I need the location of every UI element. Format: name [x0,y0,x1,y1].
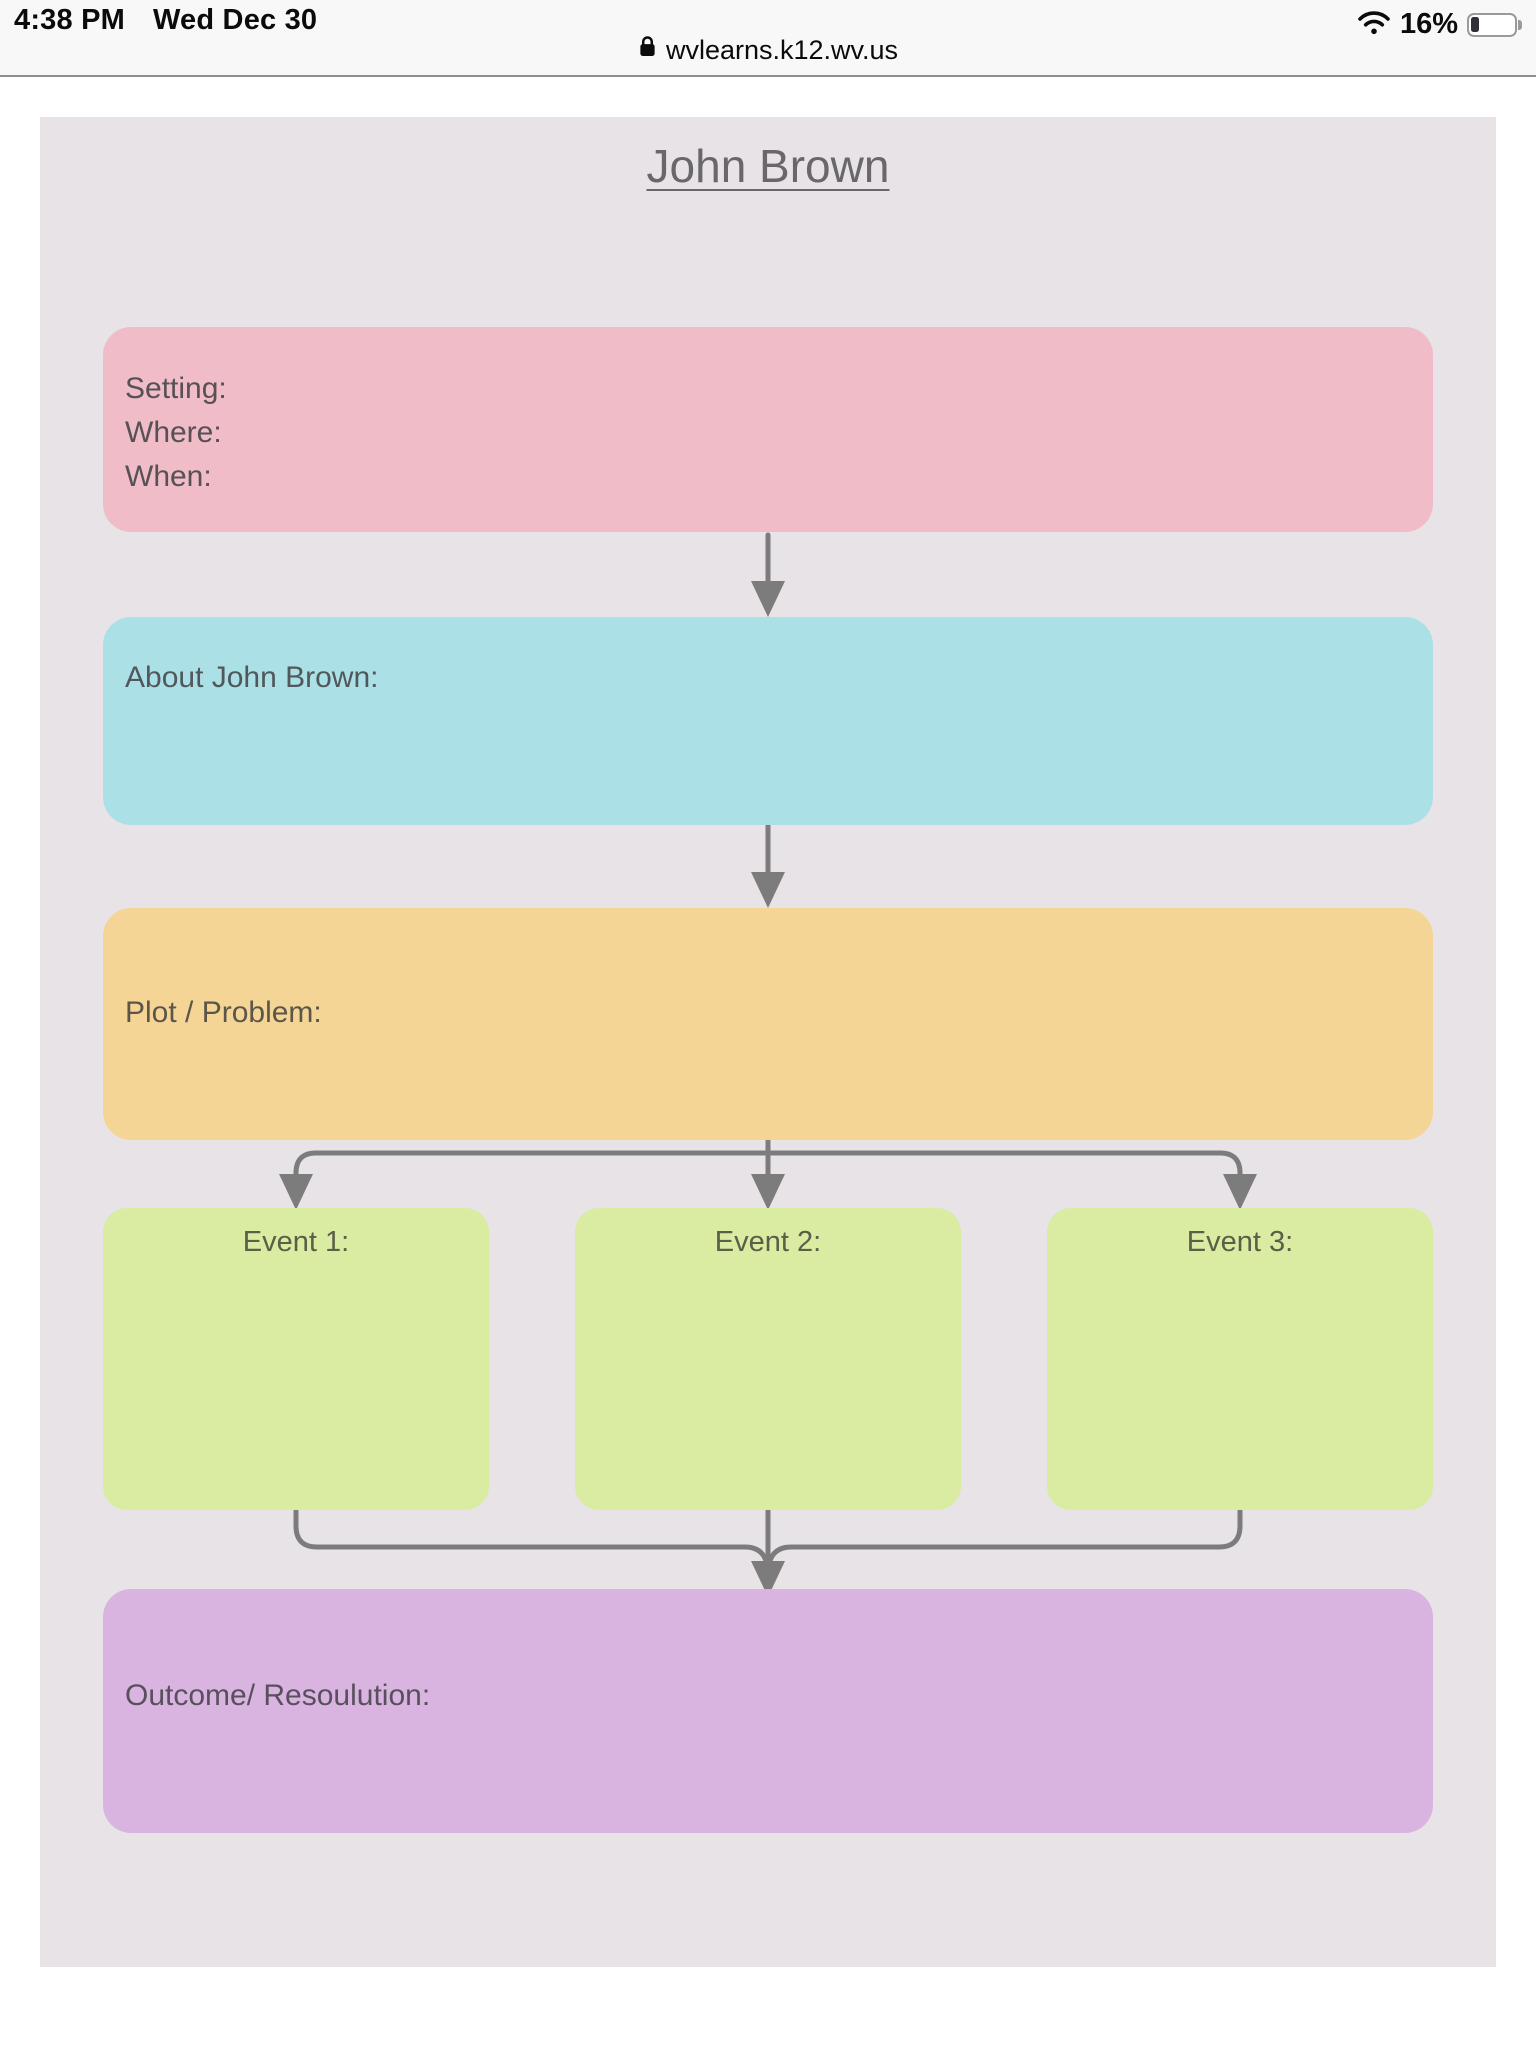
plot-problem-box[interactable]: Plot / Problem: [103,908,1433,1140]
event-3-box[interactable]: Event 3: [1047,1208,1433,1510]
event-1-box[interactable]: Event 1: [103,1208,489,1510]
status-right: 16% [1357,8,1522,41]
lock-icon [638,34,657,66]
wifi-icon [1357,9,1391,41]
about-label: About John Brown: [125,661,379,694]
event-2-box[interactable]: Event 2: [575,1208,961,1510]
setting-box[interactable]: Setting: Where: When: [103,327,1433,532]
status-time: 4:38 PM [14,4,125,36]
plot-problem-label: Plot / Problem: [125,996,322,1029]
setting-label: Setting: [125,372,227,405]
where-label: Where: [125,416,222,449]
outcome-resolution-label: Outcome/ Resoulution: [125,1679,431,1712]
event-1-label: Event 1: [242,1226,350,1258]
battery-icon [1467,12,1522,37]
address-bar[interactable]: wvlearns.k12.wv.us [0,34,1536,66]
about-box[interactable]: About John Brown: [103,617,1433,825]
worksheet-canvas: John Brown Setting: Where: When: About [40,117,1496,1967]
event-2-label: Event 2: [714,1226,822,1258]
outcome-resolution-box[interactable]: Outcome/ Resoulution: [103,1589,1433,1833]
event-3-label: Event 3: [1186,1226,1294,1258]
address-url: wvlearns.k12.wv.us [665,34,899,65]
page-title: John Brown [646,140,890,192]
battery-percent: 16% [1399,8,1458,40]
status-date: Wed Dec 30 [153,4,318,36]
browser-chrome: 4:38 PM Wed Dec 30 16% wvlearns.k12.wv.u… [0,0,1536,77]
when-label: When: [125,460,212,493]
status-left: 4:38 PM Wed Dec 30 [14,4,317,37]
